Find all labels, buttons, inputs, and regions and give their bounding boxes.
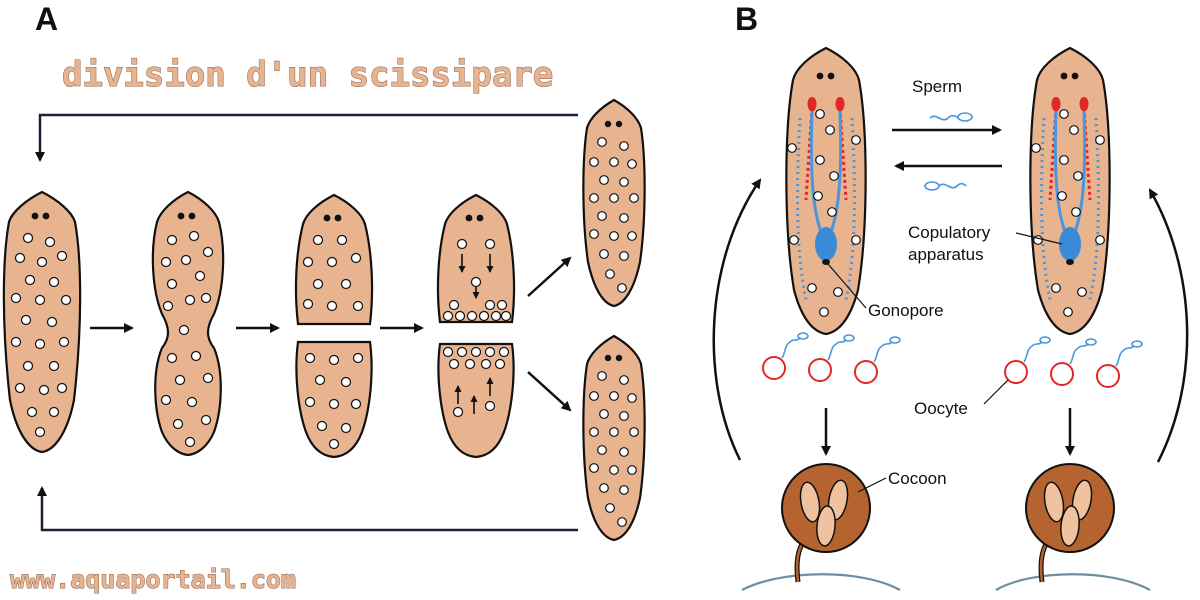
worm-daughter-bottom	[582, 334, 646, 542]
substrate-right	[995, 573, 1151, 591]
worm-regenerating	[436, 193, 516, 459]
panel-b-letter: B	[735, 1, 758, 37]
cocoon-right	[1025, 463, 1115, 583]
label-copulatory-line1: Copulatory	[908, 223, 991, 242]
label-gonopore: Gonopore	[868, 301, 944, 320]
label-copulatory-line2: apparatus	[908, 245, 984, 264]
worm-split	[294, 193, 374, 459]
loop-top-line	[35, 113, 578, 162]
watermark-title: division d'un scissipare	[62, 55, 553, 95]
label-oocyte: Oocyte	[914, 399, 968, 418]
panel-a-letter: A	[35, 1, 58, 37]
worm-daughter-top	[582, 98, 646, 308]
label-cocoon: Cocoon	[888, 469, 947, 488]
oocytes-left	[762, 332, 901, 384]
arrow-a4-down	[527, 371, 572, 412]
sperm-cell-bottom	[924, 181, 940, 191]
oocytes-right	[1004, 336, 1143, 388]
arrow-a4-up	[527, 256, 572, 297]
worm-intact	[2, 190, 82, 454]
panel-b: B	[712, 1, 1189, 591]
cycle-arrow-left	[712, 178, 762, 461]
sperm-cell-top	[929, 114, 959, 121]
watermark-url: www.aquaportail.com	[10, 565, 296, 594]
loop-bottom-line	[37, 486, 578, 532]
worm-sexual-right	[1029, 46, 1111, 336]
label-sperm: Sperm	[912, 77, 962, 96]
worm-sexual-left	[785, 46, 867, 336]
cycle-arrow-right	[1148, 188, 1189, 463]
substrate-left	[741, 573, 901, 591]
worm-constricting	[151, 190, 225, 457]
cocoon-left	[781, 463, 871, 583]
panel-a: A division d'un scissipare	[2, 1, 646, 595]
